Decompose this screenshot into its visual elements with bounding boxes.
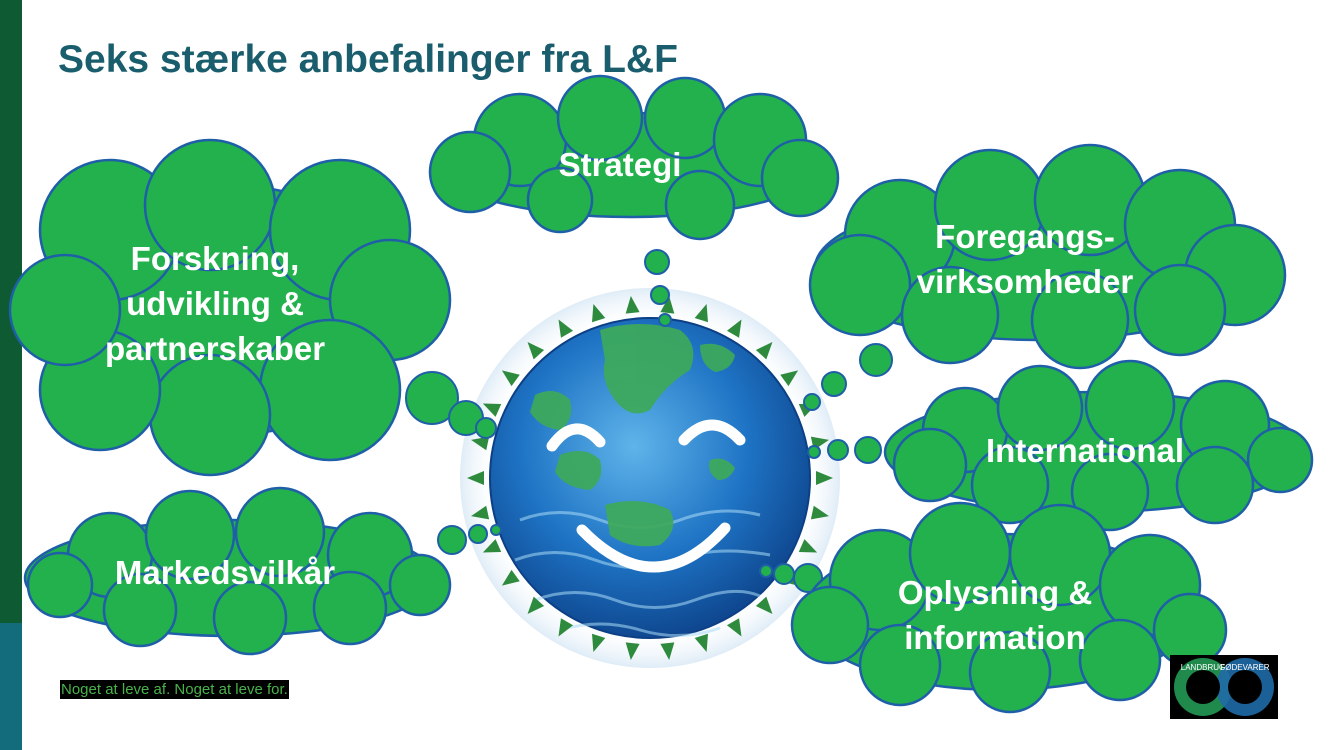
cloud-label-markedsvilkaar: Markedsvilkår [114, 554, 336, 591]
tree-icon [755, 596, 773, 614]
cloud-international [883, 359, 1314, 532]
cloud-label-forskning: Forskning, udvikling & partnerskaber [60, 236, 370, 371]
tree-icon [816, 471, 833, 485]
tree-icon [482, 403, 502, 417]
cloud-label-strategi: Strategi [558, 146, 682, 183]
smile-face-icon [546, 419, 746, 573]
forskning-line-3: partnerskaber [104, 330, 326, 367]
slide-title: Seks stærke anbefalinger fra L&F [58, 38, 678, 81]
cloud-markedsvilkaar [23, 486, 452, 656]
logo-right-text: FØDEVARER [1220, 663, 1269, 672]
cloud-foregangs [808, 143, 1287, 370]
tree-icon [660, 295, 675, 314]
tree-icon [501, 370, 520, 387]
foregangs-line-2: virksomheder [916, 263, 1134, 300]
sidebar-accent-teal [0, 623, 22, 750]
tree-icon [798, 539, 818, 553]
tree-icon [471, 505, 490, 520]
tree-icon [726, 319, 742, 338]
cloud-strategi [428, 74, 840, 241]
cloud-label-international: International [985, 432, 1185, 469]
thought-bubbles [405, 249, 893, 593]
tree-icon [471, 436, 490, 451]
tree-icon [591, 303, 606, 323]
tree-icon [591, 633, 606, 653]
tree-icon [810, 505, 829, 520]
logo-left-text: LANDBRUG [1181, 663, 1225, 672]
cloud-label-oplysning: Oplysning & information [860, 570, 1130, 660]
cloud-label-foregangs: Foregangs- virksomheder [880, 214, 1170, 304]
forskning-line-1: Forskning, [130, 240, 300, 277]
tree-icon [694, 303, 709, 323]
tree-icon [558, 319, 574, 338]
tree-icon [625, 295, 640, 314]
oplysning-line-1: Oplysning & [897, 574, 1093, 611]
foregangs-line-1: Foregangs- [935, 218, 1115, 255]
oplysning-line-2: information [904, 619, 1086, 656]
tree-icon [780, 370, 799, 387]
forskning-line-2: udvikling & [126, 285, 304, 322]
tagline: Noget at leve af. Noget at leve for. [60, 680, 289, 699]
cloud-forskning [8, 138, 452, 477]
tree-icon [625, 642, 640, 661]
tree-icon [501, 569, 520, 586]
tree-icon [527, 342, 545, 360]
tree-icon [467, 471, 484, 485]
tree-icon [482, 539, 502, 553]
cloud-oplysning [790, 501, 1228, 714]
tree-icon [660, 642, 675, 661]
tree-icon [726, 618, 742, 637]
tree-icon [694, 633, 709, 653]
smiling-globe [460, 288, 840, 668]
tree-icon [755, 342, 773, 360]
tree-icon [527, 596, 545, 614]
lf-logo-icon: LANDBRUG FØDEVARER [1170, 655, 1278, 719]
tree-icon [558, 618, 574, 637]
